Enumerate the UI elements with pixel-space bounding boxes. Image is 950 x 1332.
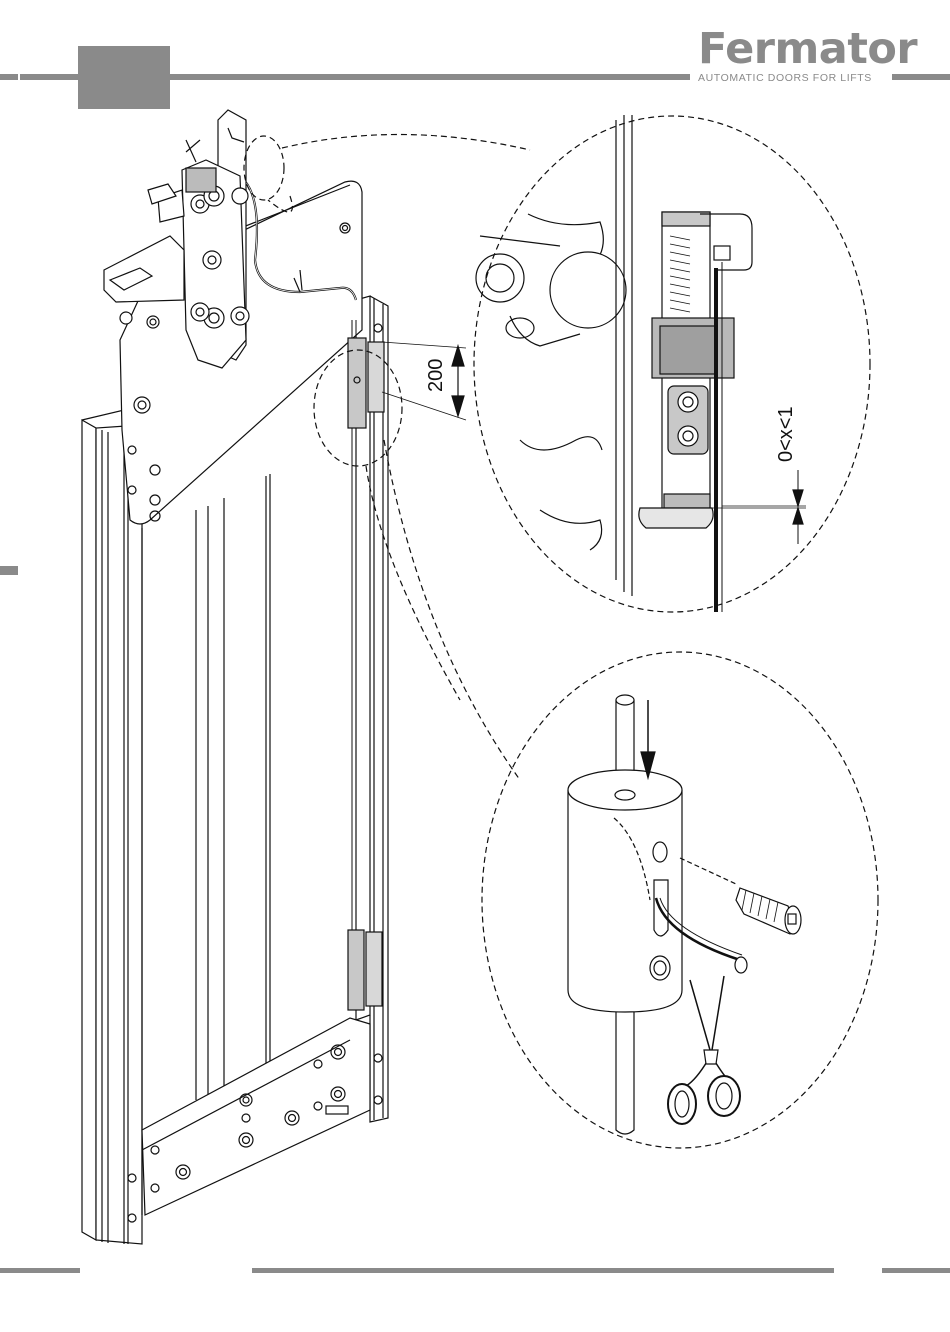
arrow-down-icon <box>641 700 655 778</box>
clearance-label: 0<x<1 <box>775 406 797 462</box>
detail-view-upper <box>474 115 870 612</box>
detail-view-lower <box>482 652 878 1148</box>
dimension-200-label: 200 <box>425 359 447 392</box>
dimension-arrow-200 <box>452 346 464 416</box>
door-panel <box>82 110 466 1244</box>
